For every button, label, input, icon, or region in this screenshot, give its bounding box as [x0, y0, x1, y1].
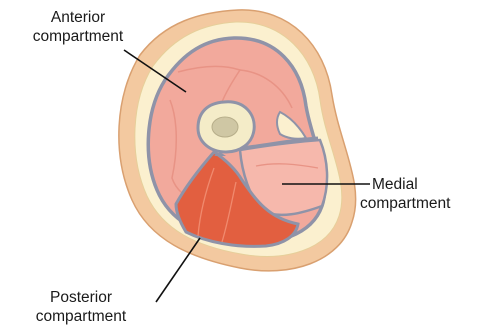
medial-compartment-label: Medial compartment: [360, 175, 486, 213]
posterior-label-line2: compartment: [6, 307, 156, 326]
medial-label-line1: Medial: [360, 175, 486, 194]
bone-marrow: [212, 117, 238, 137]
posterior-label-line1: Posterior: [6, 288, 156, 307]
medial-label-line2: compartment: [360, 194, 486, 213]
anterior-label-line1: Anterior: [4, 8, 152, 27]
anterior-label-line2: compartment: [4, 27, 152, 46]
posterior-compartment-label: Posterior compartment: [6, 288, 156, 326]
anterior-compartment-label: Anterior compartment: [4, 8, 152, 46]
